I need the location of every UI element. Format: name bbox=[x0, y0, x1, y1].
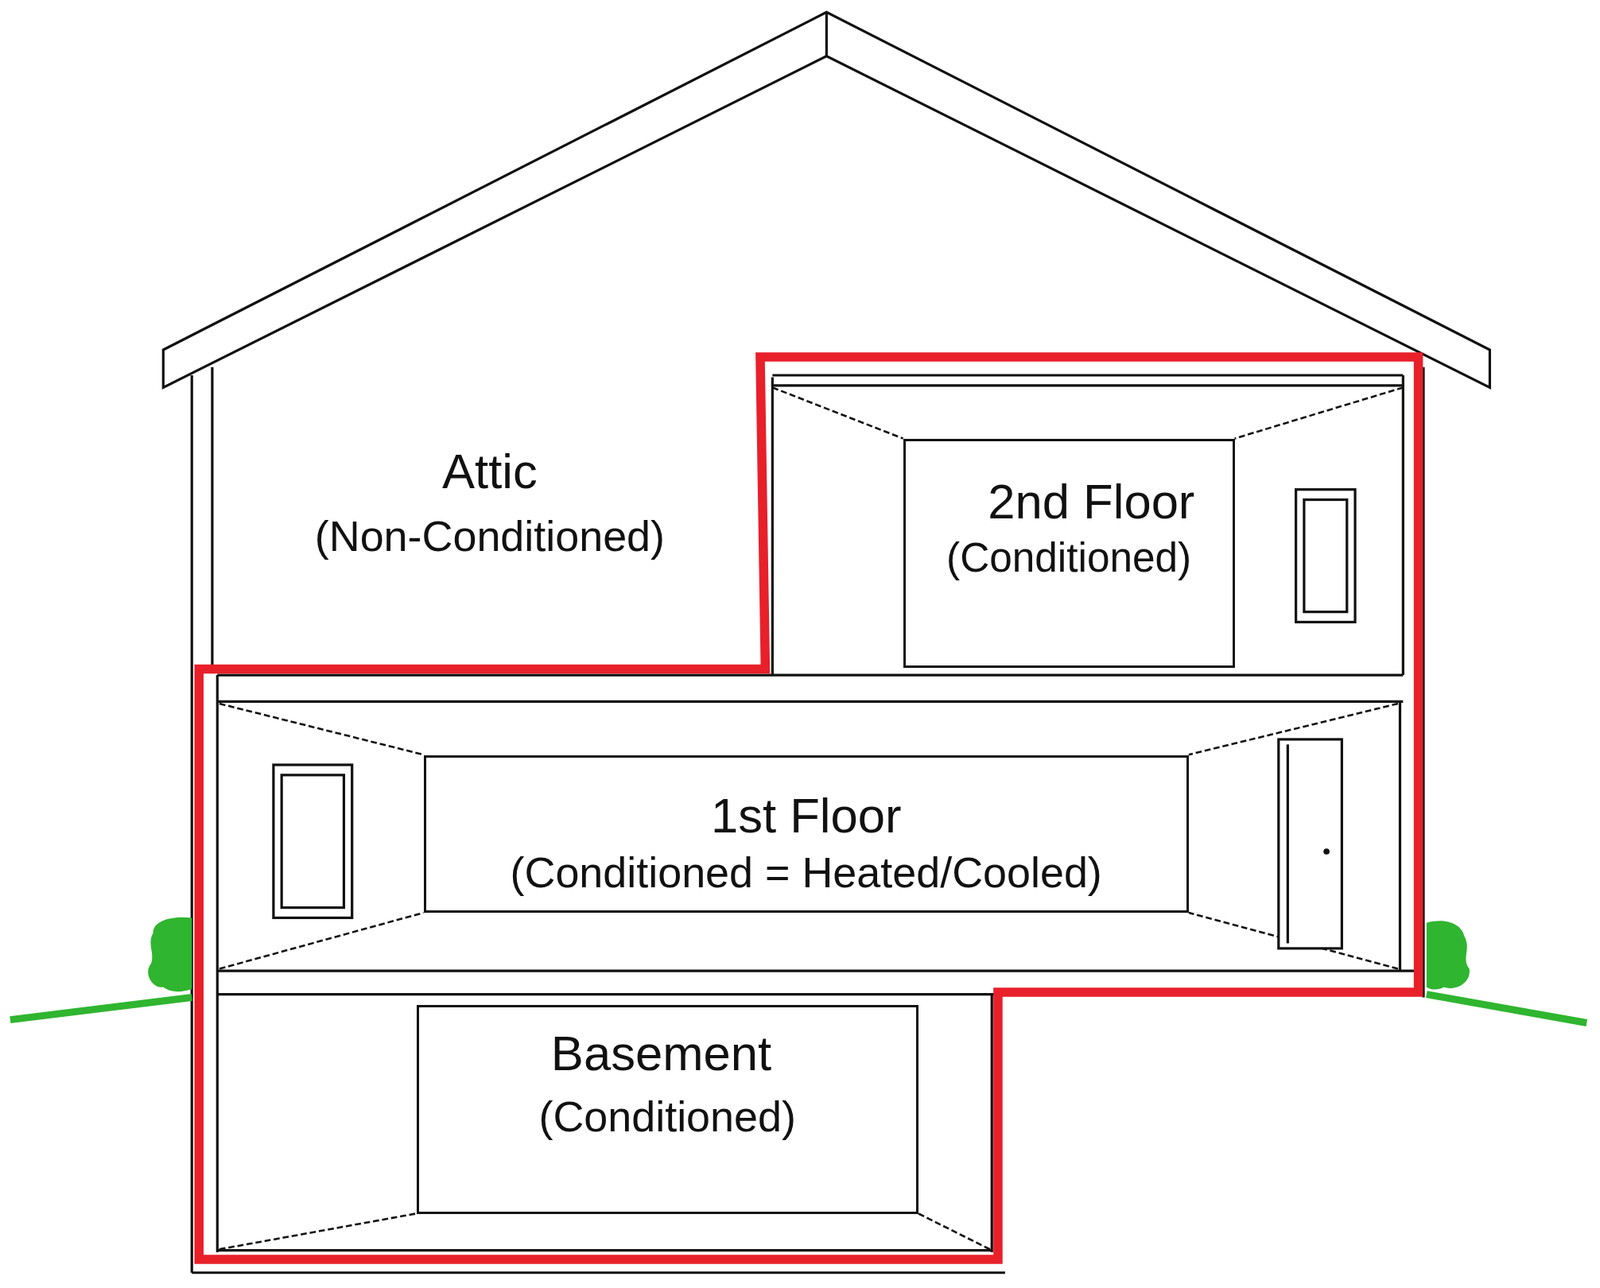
room-name: Attic bbox=[442, 443, 538, 501]
room-back-wall: 2nd Floor(Conditioned) bbox=[903, 438, 1235, 669]
room-name: Basement bbox=[551, 1025, 772, 1083]
room-status: (Conditioned) bbox=[538, 1092, 796, 1142]
room-back-wall: 1st Floor(Conditioned = Heated/Cooled) bbox=[423, 755, 1189, 914]
room-name: 2nd Floor bbox=[987, 473, 1195, 531]
room-status: (Non-Conditioned) bbox=[314, 512, 665, 562]
room-back-wall: Basement (Conditioned) bbox=[416, 1005, 919, 1215]
room-status: (Conditioned = Heated/Cooled) bbox=[510, 848, 1103, 898]
room-status: (Conditioned) bbox=[946, 534, 1192, 582]
attic-region: Attic (Non-Conditioned) bbox=[229, 433, 750, 597]
room-name: 1st Floor bbox=[710, 788, 902, 845]
conditioned-envelope bbox=[198, 357, 1418, 1260]
